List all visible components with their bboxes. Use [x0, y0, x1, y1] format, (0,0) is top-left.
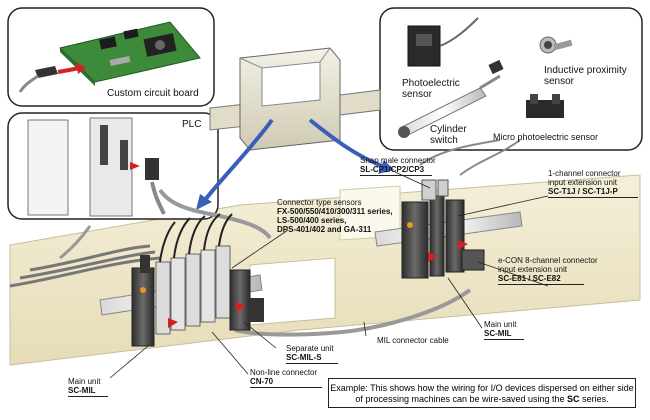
main-unit-left-label: Main unit SC-MIL	[68, 377, 100, 395]
photoelectric-sensor-label: Photoelectric sensor	[402, 78, 460, 100]
one-channel-line2: input extension unit	[548, 178, 617, 187]
main-unit-right-label: Main unit SC-MIL	[484, 320, 516, 338]
inductive-line1: Inductive proximity	[544, 65, 627, 76]
connector-sensors-title: Connector type sensors	[277, 198, 362, 207]
mil-cable-label: MIL connector cable	[377, 336, 449, 345]
callout-line2-bold: SC	[567, 394, 580, 404]
cables	[9, 139, 521, 337]
plc-label: PLC	[182, 119, 202, 130]
callout-line2-pre: of processing machines can be wire-saved…	[355, 394, 568, 404]
connector-sensors-line2: FX-500/550/410/300/311 series,	[277, 207, 393, 216]
leader-lines	[109, 171, 549, 379]
callout-line2: of processing machines can be wire-saved…	[329, 394, 635, 405]
connector-sensors-line4: DPS-401/402 and GA-311	[277, 225, 372, 234]
separate-unit-name: Separate unit	[286, 344, 334, 353]
micro-photoelectric-label: Micro photoelectric sensor	[493, 132, 599, 142]
econ-line1: e-CON 8-channel connector	[498, 256, 598, 265]
callout-line2-post: series.	[579, 394, 609, 404]
connector-sensors-line3: LS-500/400 series,	[277, 216, 347, 225]
cylinder-line1: Cylinder	[430, 124, 467, 135]
one-channel-label: 1-channel connector input extension unit…	[548, 169, 621, 196]
main-unit-left-underline	[68, 396, 108, 397]
left-unit-assembly	[99, 213, 264, 347]
photoelectric-line1: Photoelectric	[402, 78, 460, 89]
processing-machine	[209, 47, 381, 151]
econ-underline	[498, 284, 584, 285]
separate-unit-underline	[286, 363, 338, 364]
nonline-underline	[250, 387, 322, 388]
econ-line2: input extension unit	[498, 265, 567, 274]
plc-panel	[7, 112, 219, 220]
flow-arrows	[196, 118, 394, 210]
snap-male-name: Snap male connector	[360, 156, 436, 165]
inductive-line2: sensor	[544, 76, 575, 87]
nonline-model: CN-70	[250, 377, 274, 386]
nonline-name: Non-line connector	[250, 368, 318, 377]
snap-male-underline	[360, 175, 432, 176]
sensors-panel	[379, 7, 643, 151]
separate-unit-model: SC-MIL-S	[286, 353, 322, 362]
econ-model: SC-E81 / SC-E82	[498, 274, 561, 283]
custom-board-panel	[7, 7, 215, 107]
separate-unit-label: Separate unit SC-MIL-S	[286, 344, 334, 362]
example-callout: Example: This shows how the wiring for I…	[328, 378, 636, 408]
cylinder-switch-label: Cylinder switch	[430, 124, 467, 146]
one-channel-line1: 1-channel connector	[548, 169, 621, 178]
inductive-sensor-label: Inductive proximity sensor	[544, 65, 627, 87]
main-unit-right-model: SC-MIL	[484, 329, 512, 338]
snap-male-model: SL-CP1/CP2/CP3	[360, 165, 425, 174]
cylinder-line2: switch	[430, 135, 458, 146]
snap-male-connector-label: Snap male connector SL-CP1/CP2/CP3	[360, 156, 436, 174]
photoelectric-line2: sensor	[402, 89, 433, 100]
nonline-connector-label: Non-line connector CN-70	[250, 368, 317, 386]
arrow-head-left	[196, 194, 212, 210]
custom-board-label: Custom circuit board	[107, 88, 199, 99]
main-unit-right-name: Main unit	[484, 320, 517, 329]
callout-line1: Example: This shows how the wiring for I…	[330, 383, 634, 393]
econ-label: e-CON 8-channel connector input extensio…	[498, 256, 598, 283]
one-channel-model: SC-T1J / SC-T1J-P	[548, 187, 618, 196]
main-unit-right-underline	[484, 339, 524, 340]
connector-sensors-label: Connector type sensors FX-500/550/410/30…	[277, 198, 393, 234]
arrow-head-right	[378, 160, 394, 174]
main-unit-left-model: SC-MIL	[68, 386, 96, 395]
right-unit-assembly	[374, 179, 523, 279]
extension-modules	[155, 245, 231, 335]
main-unit-left-name: Main unit	[68, 377, 101, 386]
one-channel-underline	[548, 197, 638, 198]
